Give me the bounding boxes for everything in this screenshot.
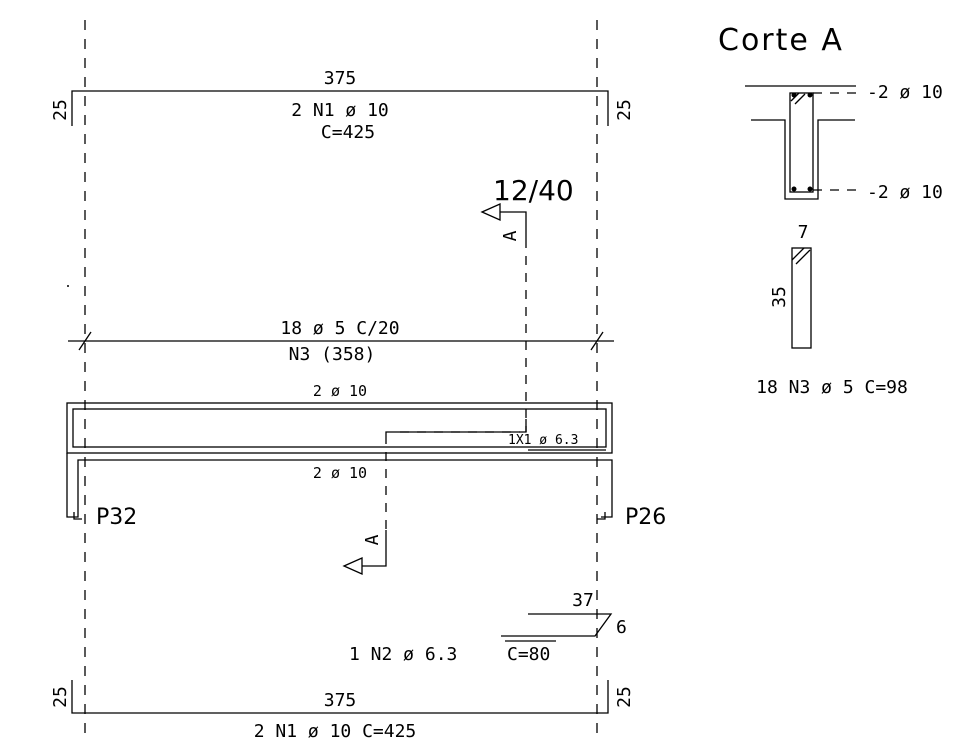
rebar-dot-bottom-right bbox=[807, 186, 813, 192]
beam-bottom-label: 2 ø 10 bbox=[313, 464, 367, 482]
stirrup-spacing-label: 18 ø 5 C/20 bbox=[280, 318, 399, 339]
top-bar-spec: 2 N1 ø 10 bbox=[291, 100, 389, 121]
n2-cut-length: C=80 bbox=[507, 644, 550, 665]
stirrup-spec: 18 N3 ø 5 C=98 bbox=[756, 377, 908, 398]
stirrup-detail-hook-1 bbox=[791, 247, 805, 261]
bottom-bar-n1: 375 25 25 2 N1 ø 10 C=425 bbox=[50, 680, 635, 742]
stray-dot bbox=[67, 285, 69, 287]
top-bar-cut-length: C=425 bbox=[321, 122, 375, 143]
section-arrow-lower bbox=[342, 556, 363, 576]
top-bar-right-hook: 25 bbox=[614, 99, 635, 121]
bottom-bar-length: 375 bbox=[324, 690, 357, 711]
beam-inner-outline bbox=[72, 408, 607, 448]
beam-top-label: 2 ø 10 bbox=[313, 382, 367, 400]
bottom-rebar-label: -2 ø 10 bbox=[867, 182, 943, 203]
stirrup-hook-2 bbox=[794, 93, 806, 105]
rebar-dot-top-right bbox=[807, 92, 813, 98]
stirrup-detail-hook-2 bbox=[795, 249, 811, 265]
stirrup-detail: 7 35 18 N3 ø 5 C=98 bbox=[756, 222, 908, 398]
pillar-p32-foot bbox=[73, 512, 82, 520]
n2-length: 37 bbox=[572, 590, 594, 611]
bottom-bar-shape bbox=[71, 680, 609, 714]
top-bar-length: 375 bbox=[324, 68, 357, 89]
axis-lines bbox=[84, 20, 598, 740]
pillar-p26-foot bbox=[597, 512, 606, 520]
section-marker-lower: A bbox=[342, 452, 387, 576]
section-letter-upper: A bbox=[500, 230, 521, 241]
stirrup-width: 7 bbox=[798, 222, 809, 243]
extra-bar-label: 1X1 ø 6.3 bbox=[508, 433, 578, 448]
section-stirrup bbox=[789, 92, 814, 193]
rebar-dot-bottom-left bbox=[791, 186, 797, 192]
top-bar-left-hook: 25 bbox=[50, 99, 71, 121]
n2-shape bbox=[501, 613, 613, 637]
section-marker-upper: A bbox=[480, 202, 527, 432]
stirrup-tick-left bbox=[78, 331, 92, 351]
n2-hook: 6 bbox=[616, 617, 627, 638]
slab-left-bottom bbox=[751, 119, 855, 200]
bottom-bar-right-hook: 25 bbox=[614, 686, 635, 708]
beam-size-label: 12/40 bbox=[493, 174, 574, 207]
section-arrow-stem-upper bbox=[500, 211, 527, 248]
n2-spec: 1 N2 ø 6.3 bbox=[349, 644, 457, 665]
section-a-detail: Corte A -2 ø 10 -2 ø 10 bbox=[718, 23, 943, 203]
bottom-bar-left-hook: 25 bbox=[50, 686, 71, 708]
section-title: Corte A bbox=[718, 23, 844, 58]
top-rebar-label: -2 ø 10 bbox=[867, 82, 943, 103]
section-letter-lower: A bbox=[362, 534, 383, 545]
stirrup-bar-label: N3 (358) bbox=[289, 344, 376, 365]
pillar-p26-label: P26 bbox=[625, 505, 666, 530]
top-bar-n1: 375 25 25 2 N1 ø 10 C=425 bbox=[50, 68, 635, 143]
n2-bar: 37 6 1 N2 ø 6.3 C=80 bbox=[349, 590, 627, 665]
pillar-p32-label: P32 bbox=[96, 505, 137, 530]
stirrup-height: 35 bbox=[769, 286, 790, 308]
stirrup-distribution: 18 ø 5 C/20 N3 (358) bbox=[68, 318, 614, 365]
pillar-p32-outline bbox=[66, 453, 613, 518]
rebar-dot-top-left bbox=[791, 92, 797, 98]
bottom-bar-spec: 2 N1 ø 10 C=425 bbox=[254, 721, 417, 742]
stirrup-shape bbox=[791, 247, 812, 349]
stirrup-tick-right bbox=[590, 331, 604, 351]
beam-outline bbox=[66, 402, 613, 454]
top-bar-shape bbox=[71, 90, 609, 126]
beam-elevation: 2 ø 10 2 ø 10 1X1 ø 6.3 P32 P26 bbox=[66, 382, 666, 530]
section-arrow-stem-lower bbox=[362, 530, 387, 567]
